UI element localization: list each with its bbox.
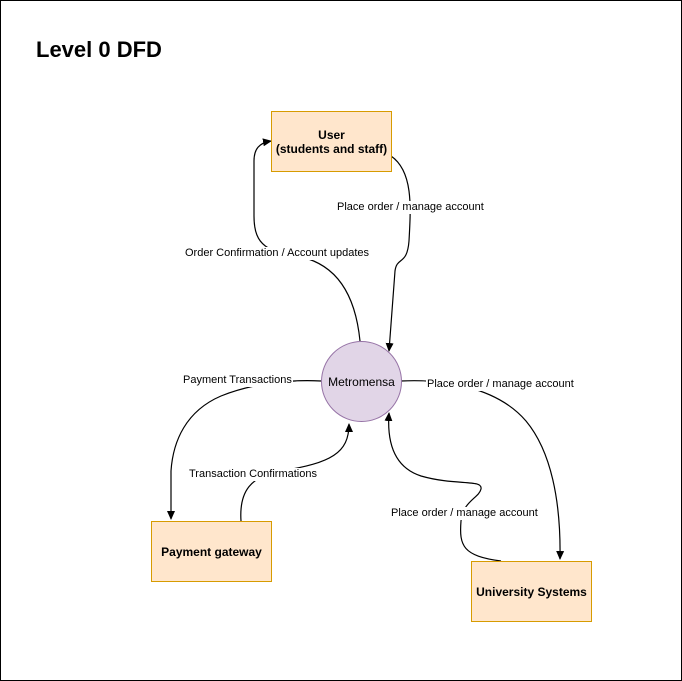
entity-payment-gateway: Payment gateway xyxy=(151,521,272,582)
flow-process-to-university xyxy=(400,380,565,560)
entity-user-name: User xyxy=(318,127,345,142)
process-metromensa: Metromensa xyxy=(321,341,402,422)
entity-university-systems-label: University Systems xyxy=(476,584,587,599)
flow-process-to-payment xyxy=(167,380,322,520)
process-label: Metromensa xyxy=(328,374,395,389)
flow-label-process-to-payment: Payment Transactions xyxy=(182,374,293,387)
flow-label-payment-to-process: Transaction Confirmations xyxy=(188,468,318,481)
flow-label-user-to-process: Place order / manage account xyxy=(336,201,485,214)
flow-label-process-to-university: Place order / manage account xyxy=(426,378,575,391)
flow-label-process-to-user: Order Confirmation / Account updates xyxy=(184,247,371,260)
entity-user: User (students and staff) xyxy=(271,111,392,172)
flow-university-to-process xyxy=(384,412,502,562)
page-title: Level 0 DFD xyxy=(36,37,162,62)
flow-user-to-process xyxy=(385,155,411,352)
entity-university-systems: University Systems xyxy=(471,561,592,622)
entity-payment-gateway-label: Payment gateway xyxy=(161,544,262,559)
entity-user-subtitle: (students and staff) xyxy=(275,141,388,156)
flow-label-university-to-process: Place order / manage account xyxy=(390,507,539,520)
